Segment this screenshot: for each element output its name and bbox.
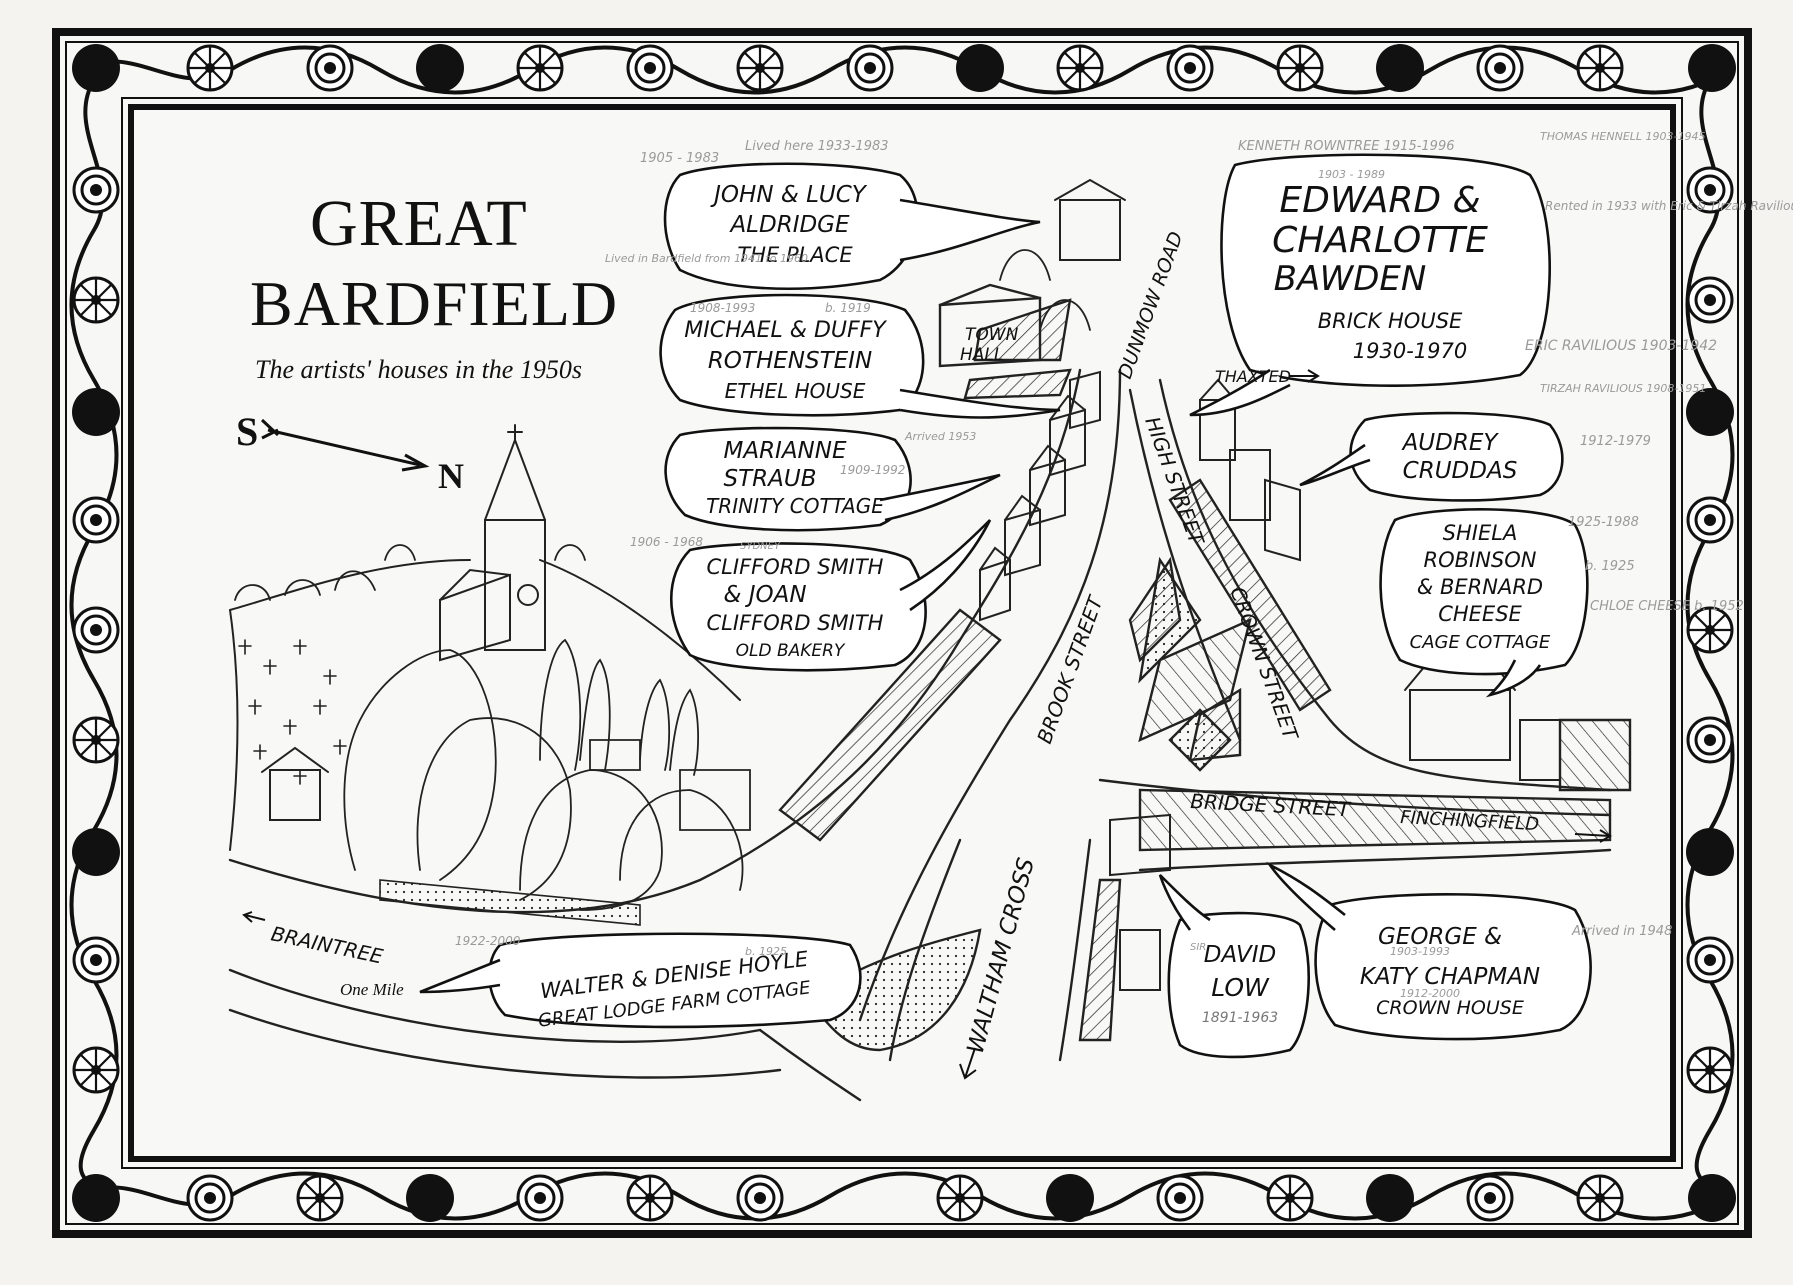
tail-robinson	[1485, 659, 1542, 698]
robinson-house: CAGE COTTAGE	[1410, 632, 1551, 653]
pencil-note-hennell: THOMAS HENNELL 1903-1945	[1540, 130, 1705, 143]
cliffordsmith-line3: CLIFFORD SMITH	[707, 611, 884, 635]
tail-bawden	[1189, 368, 1291, 417]
tail-hoyle	[419, 958, 501, 994]
town-hall-label-2: HALL	[960, 345, 1003, 365]
cruddas-first: AUDREY	[1401, 430, 1500, 456]
rothenstein-names: MICHAEL & DUFFY	[684, 318, 887, 343]
tail-chapman	[1266, 861, 1346, 931]
bubble-robinson	[1379, 508, 1589, 676]
pencil-note-robinson-years: 1925-1988	[1568, 515, 1639, 530]
map-drawing	[228, 178, 1632, 1102]
bubble-aldridge	[663, 162, 919, 291]
robinson-line3: & BERNARD	[1417, 575, 1543, 599]
pencil-note-walter-years: 1922-2000	[455, 934, 521, 948]
pencil-note-katy-years: 1912-2000	[1400, 987, 1460, 1000]
braintree-distance: One Mile	[340, 980, 404, 999]
tail-rothenstein	[899, 388, 1061, 419]
tail-aldridge	[899, 198, 1041, 262]
straub-surname: STRAUB	[724, 466, 817, 492]
bubble-low	[1167, 911, 1310, 1059]
pencil-note-michael-years: 1908-1993	[690, 301, 755, 315]
pencil-note-aldridge-lived: Lived here 1933-1983	[745, 139, 889, 154]
bawden-second: CHARLOTTE	[1272, 220, 1488, 261]
robinson-line4: CHEESE	[1438, 602, 1522, 626]
bawden-first: EDWARD &	[1279, 180, 1480, 221]
bawden-surname: BAWDEN	[1274, 259, 1427, 299]
cruddas-surname: CRUDDAS	[1403, 458, 1518, 484]
pencil-note-sydney: SYDNEY	[740, 541, 781, 552]
pencil-note-lived-bardfield: Lived in Bardfield from 1941 to 1960	[605, 252, 808, 265]
chapman-first: GEORGE &	[1378, 924, 1502, 950]
low-first: DAVID	[1204, 942, 1277, 968]
pencil-note-chapman-arrived: Arrived in 1948	[1571, 924, 1672, 939]
pencil-note-straub-years: 1909-1992	[840, 463, 905, 477]
tail-straub	[879, 473, 1001, 522]
compass: S N	[236, 409, 464, 496]
title-block: GREAT BARDFIELD The artists' houses in t…	[250, 187, 618, 384]
pencil-note-bawden-years: 1903 - 1989	[1318, 168, 1385, 181]
pencil-note-george-years: 1903-1993	[1390, 945, 1450, 958]
aldridge-house: THE PLACE	[737, 243, 853, 267]
chapman-surname: KATY CHAPMAN	[1360, 964, 1540, 990]
compass-north-label: N	[438, 456, 464, 496]
bubble-cliffordsmith	[669, 542, 927, 672]
bubble-hoyle	[488, 932, 862, 1029]
callout-shapes	[419, 153, 1592, 1059]
straub-first: MARIANNE	[723, 438, 846, 464]
robinson-surname: ROBINSON	[1424, 548, 1537, 572]
pencil-note-denise-born: b. 1925	[745, 945, 787, 958]
pencil-note-duffy-born: b. 1919	[825, 301, 871, 315]
tail-cruddas	[1299, 443, 1371, 487]
tail-cliffordsmith	[899, 519, 992, 612]
cliffordsmith-line1: CLIFFORD SMITH	[707, 555, 884, 579]
straub-house: TRINITY COTTAGE	[706, 494, 884, 518]
bawden-house: BRICK HOUSE	[1318, 309, 1463, 333]
robinson-first: SHIELA	[1443, 521, 1518, 545]
title-line2: BARDFIELD	[250, 268, 618, 339]
pencil-note-cliffordsmith-years: 1906 - 1968	[630, 535, 703, 549]
tail-low	[1158, 874, 1211, 931]
bubble-bawden	[1220, 153, 1551, 387]
bawden-years: 1930-1970	[1353, 339, 1467, 363]
pencil-note-cheese-born: b. 1925	[1585, 559, 1635, 574]
thaxted-label: THAXTED	[1215, 367, 1291, 386]
town-hall-label-1: TOWN	[965, 325, 1019, 345]
title-subtitle: The artists' houses in the 1950s	[255, 355, 582, 384]
pencil-note-rowntree: KENNETH ROWNTREE 1915-1996	[1238, 139, 1455, 154]
low-years: 1891-1963	[1202, 1010, 1278, 1026]
cliffordsmith-house: OLD BAKERY	[736, 641, 846, 661]
rothenstein-house: ETHEL HOUSE	[725, 379, 866, 403]
pencil-note-sir: SIR	[1190, 942, 1206, 953]
low-surname: LOW	[1211, 973, 1270, 1002]
aldridge-names: JOHN & LUCY	[710, 182, 868, 208]
chapman-house: CROWN HOUSE	[1376, 997, 1524, 1019]
aldridge-surname: ALDRIDGE	[728, 212, 850, 238]
bubble-cruddas	[1349, 411, 1564, 502]
bubble-straub	[664, 426, 912, 532]
pencil-note-rented: Rented in 1933 with Eric & Tirzah Ravili…	[1545, 199, 1793, 213]
pencil-note-tirzah: TIRZAH RAVILIOUS 1908-1951	[1540, 382, 1706, 395]
rothenstein-surname: ROTHENSTEIN	[708, 348, 872, 374]
title-line1: GREAT	[310, 187, 528, 260]
cliffordsmith-line2: & JOAN	[723, 582, 806, 608]
bubble-chapman	[1314, 893, 1592, 1041]
pencil-note-ravilious: ERIC RAVILIOUS 1903-1942	[1525, 338, 1717, 354]
compass-south-label: S	[236, 409, 258, 454]
pencil-note-straub-arrived: Arrived 1953	[904, 430, 976, 443]
pencil-note-aldridge-years: 1905 - 1983	[640, 151, 719, 166]
pencil-note-chloe-cheese: CHLOE CHEESE b. 1952	[1590, 599, 1744, 614]
pencil-note-cruddas-years: 1912-1979	[1580, 434, 1651, 449]
